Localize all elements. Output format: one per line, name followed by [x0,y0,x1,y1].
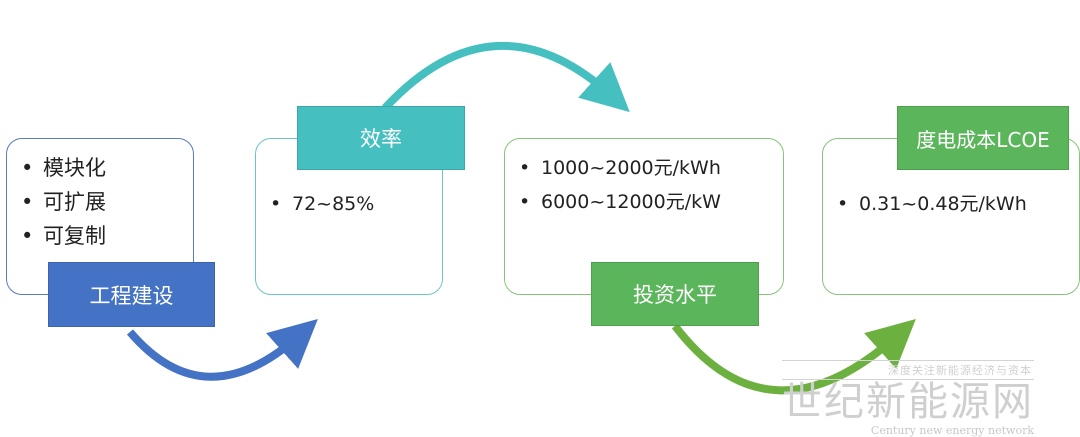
step-label-lcoe: 度电成本LCOE [897,106,1069,170]
arrow-1-to-2 [126,319,318,381]
step-label-construction: 工程建设 [48,262,215,327]
arrow-2-to-3 [382,41,630,113]
step-3-item: 6000~12000元/kW [513,185,721,219]
step-4-items: 0.31~0.48元/kWh [831,187,1027,221]
step-4-item: 0.31~0.48元/kWh [831,187,1027,221]
step-2-items: 72~85% [264,187,374,221]
watermark-logo: 世纪新能源网 [782,379,1034,425]
watermark-english: Century new energy network [870,424,1034,437]
step-1-item: 可扩展 [15,185,106,219]
step-3-item: 1000~2000元/kWh [513,151,721,185]
step-label-investment: 投资水平 [591,262,759,326]
step-1-item: 模块化 [15,151,106,185]
step-2-item: 72~85% [264,187,374,221]
watermark: 深度关注新能源经济与资本 世纪新能源网 Century new energy n… [782,360,1034,437]
step-label-efficiency: 效率 [297,106,465,170]
step-card-construction: 模块化 可扩展 可复制 [6,138,194,295]
step-1-item: 可复制 [15,219,106,253]
watermark-tagline: 深度关注新能源经济与资本 [782,360,1034,380]
step-3-items: 1000~2000元/kWh 6000~12000元/kW [513,151,721,219]
step-1-items: 模块化 可扩展 可复制 [15,151,106,253]
